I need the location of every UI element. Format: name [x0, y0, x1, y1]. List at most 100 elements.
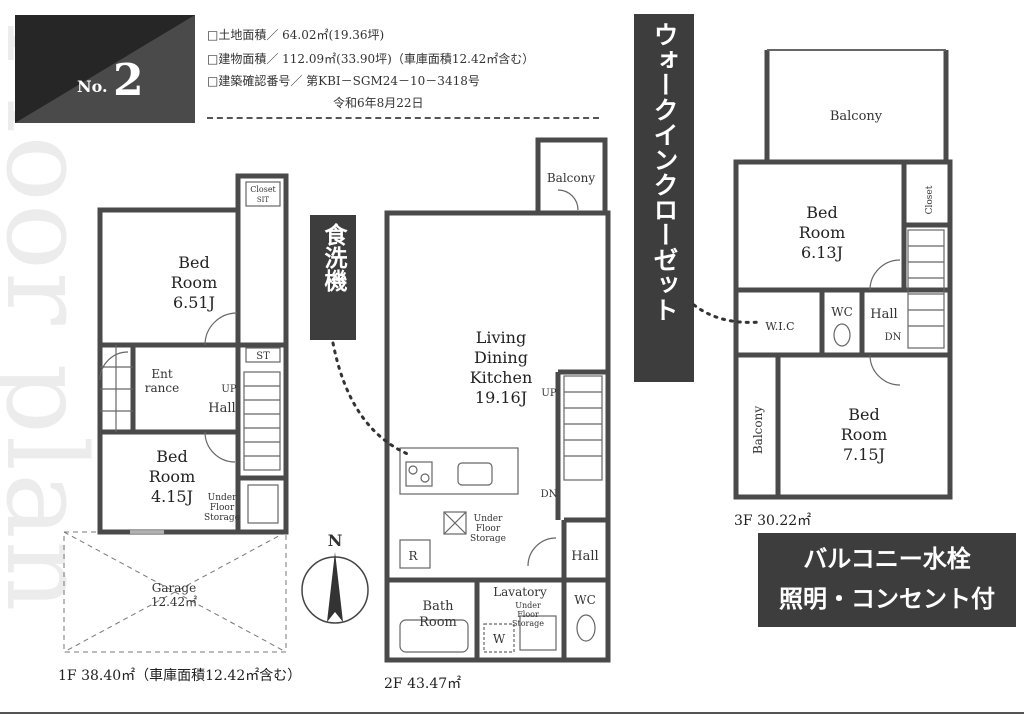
permit-date-info: 令和6年8月22日	[333, 96, 424, 110]
f3-bed2-size: 7.15J	[843, 445, 885, 464]
garage-diagonal-2	[63, 531, 287, 653]
f2-ldk-label-1: Living	[476, 328, 526, 347]
f3-dn-label: DN	[885, 332, 902, 343]
header-divider	[207, 117, 599, 119]
stove-burner-2	[420, 473, 430, 483]
balcony-faucet-line1: バルコニー水栓	[803, 545, 971, 573]
floor-2-stairs	[563, 375, 603, 481]
permit-number-info: □建築確認番号／ 第KBI－SGM24－10－3418号	[207, 74, 480, 88]
garage-label: Garage	[152, 581, 196, 595]
floor-1-area: 1F 38.40㎡（車庫面積12.42㎡含む）	[58, 668, 302, 684]
garage-area-label: 12.42㎡	[151, 595, 197, 609]
floor-3-area: 3F 30.22㎡	[734, 513, 812, 529]
f1-bed2-label-1: Bed	[156, 447, 187, 466]
f2-lav-under-1: Under	[515, 601, 541, 610]
f3-toilet	[833, 323, 851, 347]
dishwasher-pointer	[331, 341, 412, 457]
bottom-border	[0, 712, 1024, 714]
f1-closet-box	[245, 181, 281, 207]
f2-lav-under-2: Floor	[517, 610, 539, 619]
f3-bed2-label-2: Room	[841, 425, 887, 444]
entrance-tiles	[100, 345, 133, 432]
f1-door-arc-2	[204, 431, 236, 463]
wic-pointer	[692, 303, 762, 324]
lavatory-sink	[519, 615, 557, 651]
floor-2-balcony-wall	[535, 137, 608, 213]
f2-up-label: UP	[541, 388, 556, 399]
f3-bed2-label-1: Bed	[848, 405, 879, 424]
f2-under-label-3: Storage	[470, 534, 506, 544]
refrigerator	[399, 539, 431, 569]
bathtub	[399, 619, 469, 653]
f2-door-arc-1	[527, 537, 557, 567]
f2-ldk-label-3: Kitchen	[470, 368, 533, 387]
f1-bed2-label-2: Room	[149, 467, 195, 486]
washer-space	[483, 623, 515, 653]
f3-door-arc-1	[869, 259, 901, 291]
f2-balcony-label: Balcony	[547, 171, 595, 185]
f3-balcony-side-label: Balcony	[751, 406, 765, 454]
f1-bed1-label-2: Room	[171, 273, 217, 292]
f2-hall-label: Hall	[571, 549, 598, 564]
f1-entrance-label-2: rance	[145, 381, 179, 395]
balcony-faucet-line2: 照明・コンセント付	[779, 585, 995, 613]
f1-under-label-3: Storage	[204, 513, 240, 523]
floor-3-plan: Balcony Bed Room 6.13J Closet W.I.C WC H…	[692, 49, 953, 500]
f1-bed1-size: 6.51J	[173, 293, 215, 312]
f1-shoe-storage	[245, 347, 281, 363]
dishwasher-banner: 食洗機	[310, 215, 356, 340]
kitchen-counter	[399, 447, 519, 495]
f3-wic-label: W.I.C	[765, 320, 794, 333]
balcony-faucet-banner: バルコニー水栓 照明・コンセント付	[758, 533, 1016, 627]
f2-bath-label-1: Bath	[423, 599, 455, 614]
floor-2-outer-wall	[384, 210, 611, 663]
f2-door-arc-2	[557, 189, 579, 211]
plan-number-badge: No. 2	[15, 15, 195, 123]
badge-prefix: No.	[77, 77, 108, 96]
f2-ldk-label-2: Dining	[474, 348, 528, 367]
f2-ldk-size: 19.16J	[475, 388, 527, 407]
floor-3-outer-wall	[733, 159, 953, 500]
f2-under-label-2: Floor	[476, 524, 501, 534]
f1-closet-label-1: Closet	[250, 185, 276, 194]
floor-1-stairs	[243, 371, 281, 471]
floor-3-stairs	[907, 229, 945, 349]
north-compass: N	[301, 531, 369, 624]
stove-burner-1	[408, 465, 418, 475]
kitchen-sink	[457, 462, 493, 486]
f1-bed1-label-1: Bed	[178, 253, 209, 272]
f3-bed1-size: 6.13J	[801, 243, 843, 262]
floor-1-plan: Bed Room 6.51J Bed Room 4.15J Ent rance …	[63, 173, 289, 653]
compass-north-label: N	[328, 531, 343, 550]
floor-2-plan: Balcony Living Dining Kitchen 19.16J UP …	[331, 137, 611, 663]
f1-under-label-1: Under	[208, 493, 237, 503]
f2-lavatory-label: Lavatory	[493, 585, 547, 599]
f2-wc-label: WC	[574, 593, 596, 607]
kitchen-stove	[405, 461, 433, 487]
f3-bed1-label-2: Room	[799, 223, 845, 242]
f2-under-label-1: Under	[474, 514, 503, 524]
building-area-info: □建物面積／ 112.09㎡(33.90坪)（車庫面積12.42㎡含む）	[207, 52, 535, 66]
f1-closet-label-2: SIT	[257, 196, 270, 204]
f1-hall-label: Hall	[208, 401, 235, 416]
land-area-info: □土地面積／ 64.02㎡(19.36坪)	[207, 28, 385, 42]
f2-washer-label: W	[493, 632, 506, 646]
f2-lav-under-3: Storage	[512, 619, 544, 628]
f1-entrance-label-1: Ent	[151, 367, 172, 381]
f1-door-arc-1	[204, 312, 238, 346]
f3-hall-label: Hall	[870, 307, 897, 322]
compass-needle	[327, 552, 343, 622]
f1-door-arc-3	[99, 351, 129, 381]
f1-st-label: ST	[256, 351, 270, 362]
walk-in-closet-banner: ウォークインクローゼット	[634, 14, 694, 382]
f3-bed1-label-1: Bed	[806, 203, 837, 222]
f3-wc-label: WC	[831, 305, 853, 319]
f3-balcony-walls	[764, 50, 949, 160]
badge-number: 2	[113, 55, 144, 106]
f3-closet-label: Closet	[925, 185, 935, 214]
f1-bed2-size: 4.15J	[151, 487, 193, 506]
f1-under-floor-box	[247, 484, 279, 524]
floor-2-area: 2F 43.47㎡	[384, 676, 462, 692]
f3-door-arc-2	[869, 354, 901, 386]
